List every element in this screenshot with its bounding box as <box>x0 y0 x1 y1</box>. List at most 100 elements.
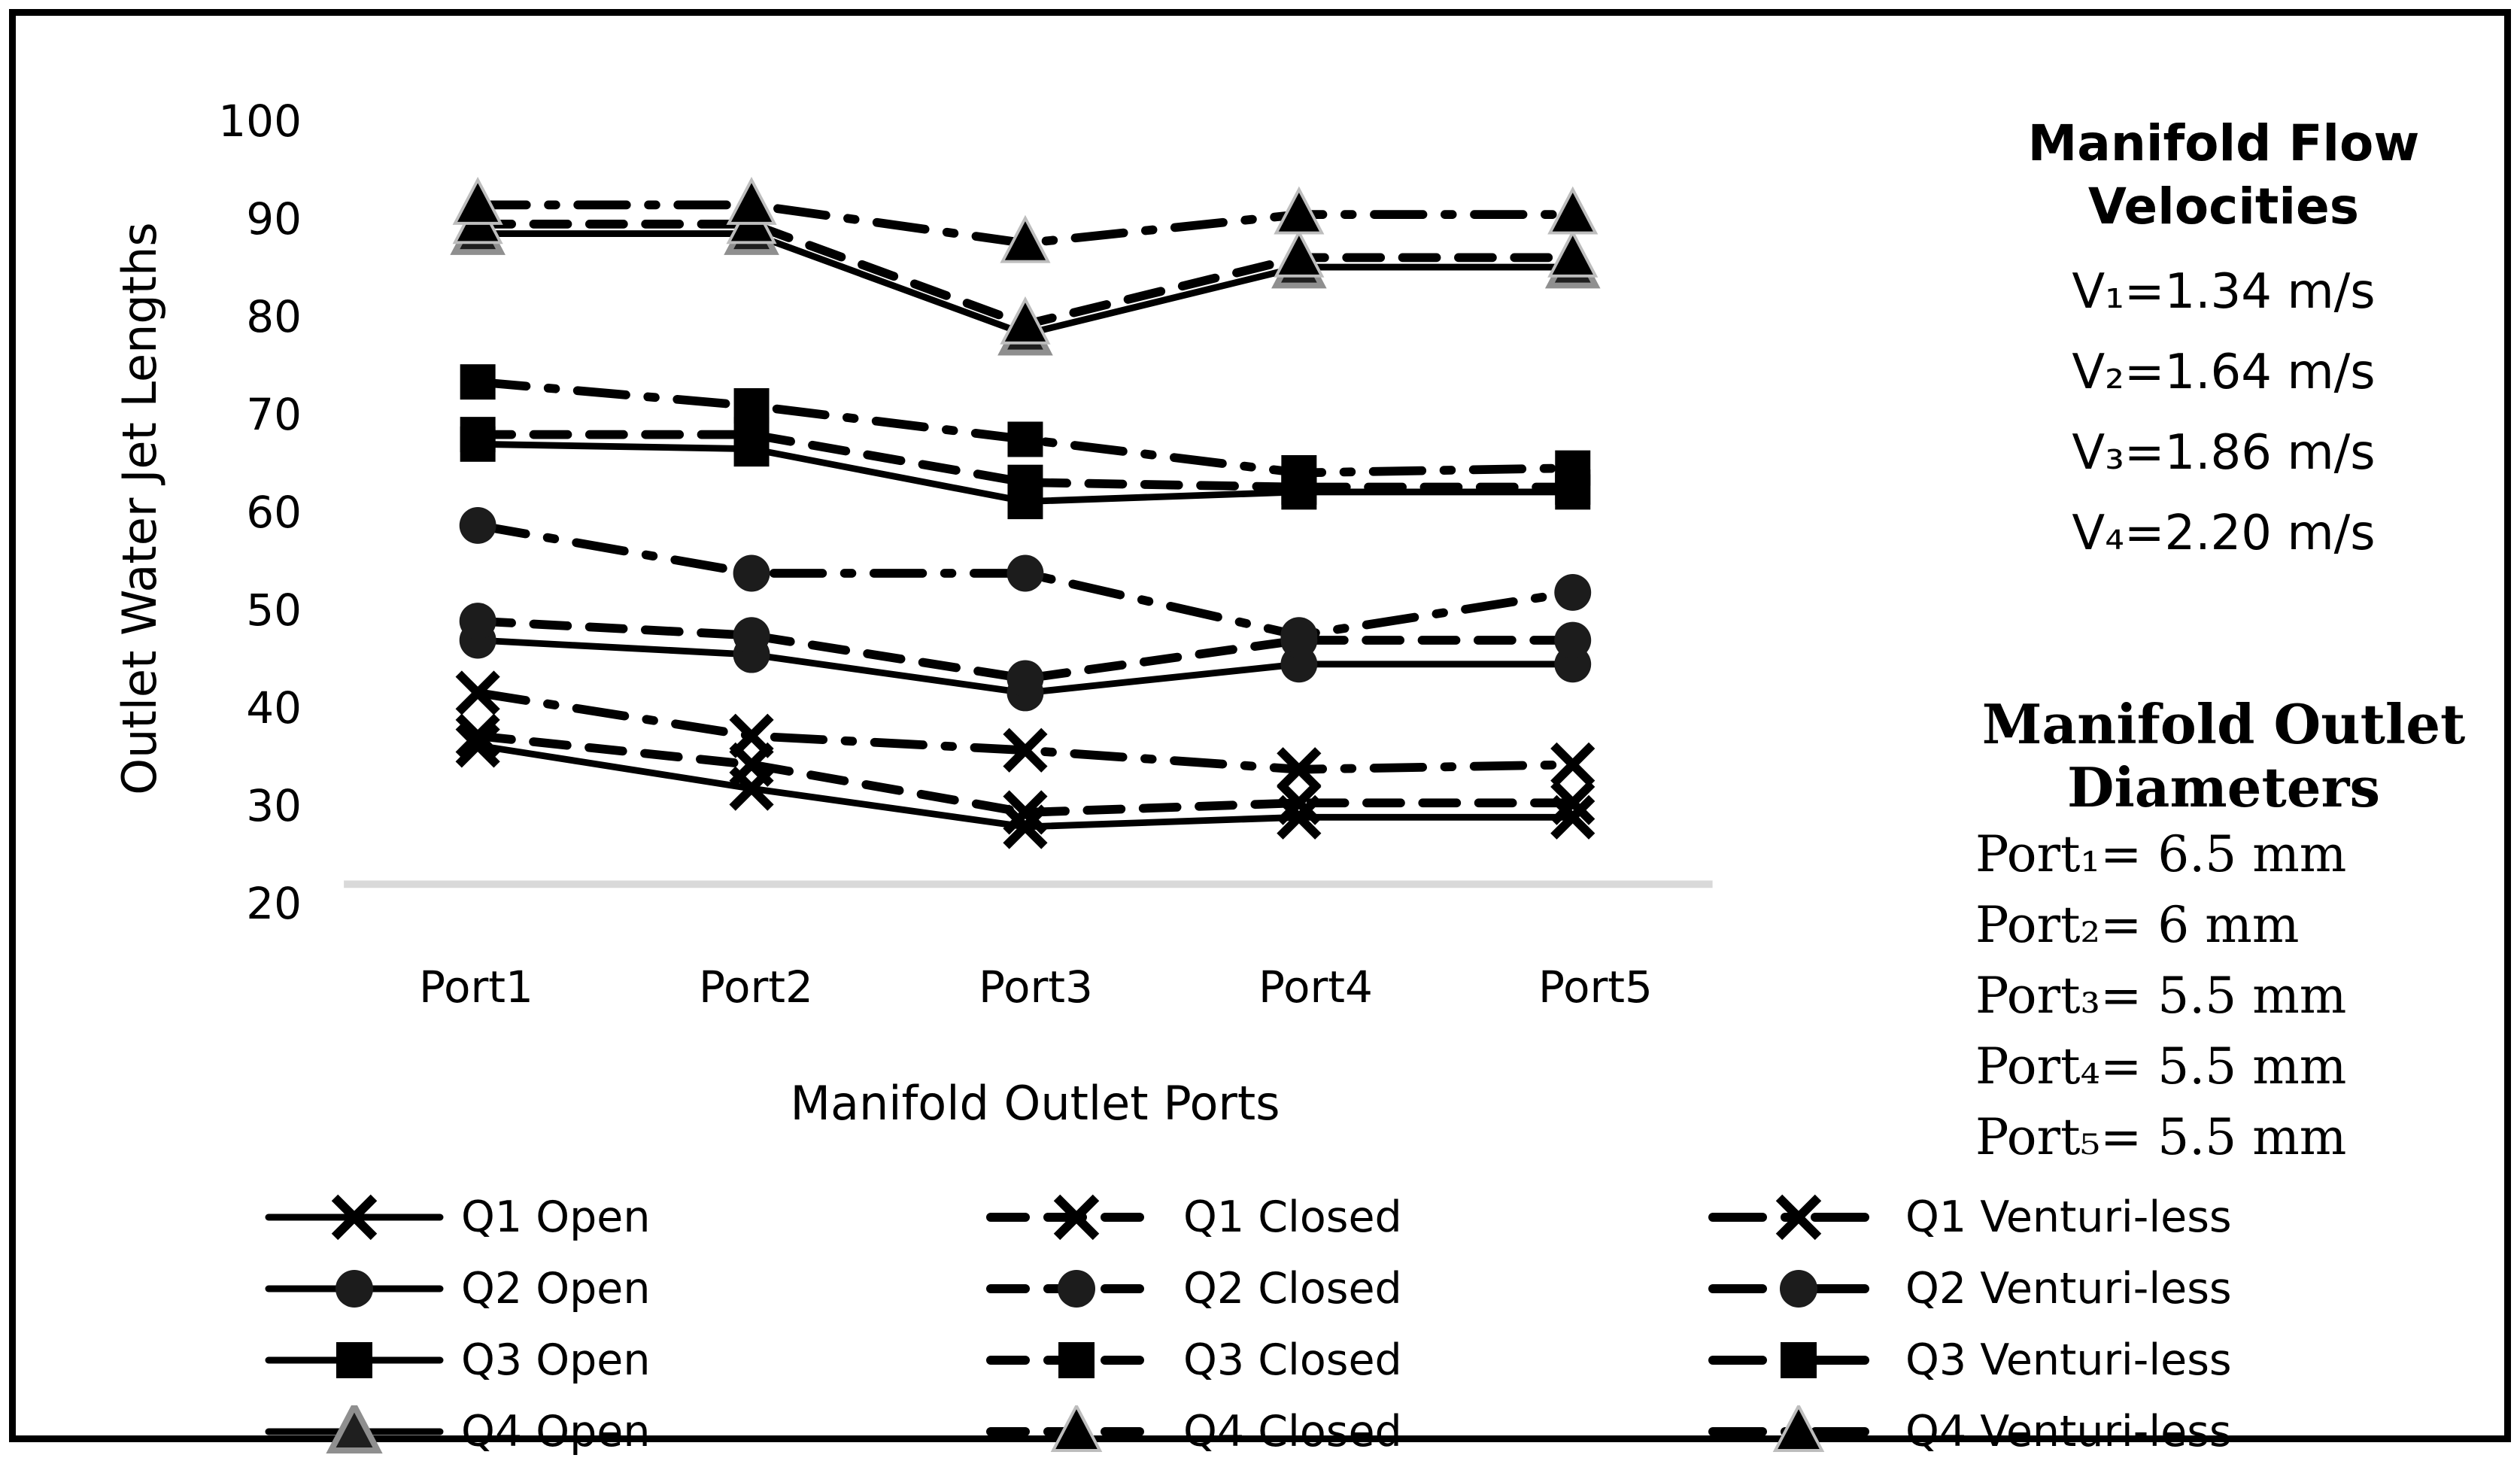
q2-closed-marker <box>1006 660 1044 697</box>
triangle-icon <box>1772 1405 1825 1452</box>
x-icon <box>331 1194 378 1241</box>
y-tick-30: 30 <box>246 780 302 831</box>
velocities-title: Manifold Flow Velocities <box>2027 114 2420 235</box>
y-tick-60: 60 <box>246 487 302 538</box>
line-chart-canvas <box>344 176 1713 888</box>
y-tick-90: 90 <box>246 193 302 245</box>
legend-label-q3-venturi-less: Q3 Venturi-less <box>1905 1335 2232 1385</box>
diameters-title: Manifold Outlet Diameters <box>1981 692 2466 819</box>
q4-venturi-less-marker <box>1547 186 1599 235</box>
legend-sample-q1-venturi-less <box>1708 1194 1889 1241</box>
legend-sample-q4-closed <box>986 1405 1167 1452</box>
q1-venturi-less-marker <box>1003 727 1048 773</box>
legend-sample-q1-open <box>265 1194 444 1241</box>
q1-closed-marker <box>455 713 500 758</box>
y-tick-40: 40 <box>246 682 302 734</box>
diameters-list: Port₁= 6.5 mm Port₂= 6 mm Port₃= 5.5 mm Por… <box>1923 819 2520 1173</box>
q1-closed-marker <box>1550 780 1595 825</box>
legend-sample-q3-closed <box>986 1342 1167 1378</box>
triangle-icon <box>1050 1405 1103 1452</box>
q2-closed-marker <box>733 617 770 655</box>
legend-label-q4-open: Q4 Open <box>461 1407 651 1456</box>
x-axis-title: Manifold Outlet Ports <box>790 1076 1280 1131</box>
circle-icon <box>1780 1270 1817 1308</box>
velocity-line-4: V₄=2.20 m/s <box>2072 506 2376 561</box>
legend-label-q1-closed: Q1 Closed <box>1183 1192 1402 1242</box>
q2-venturi-less-marker <box>459 506 496 544</box>
legend-sample-q3-open <box>265 1342 444 1378</box>
q4-venturi-less-marker <box>726 176 777 225</box>
series-line-q1-closed <box>473 731 1577 817</box>
legend-label-q4-closed: Q4 Closed <box>1183 1407 1402 1456</box>
legend-sample-q2-venturi-less <box>1708 1270 1889 1308</box>
diameter-line-4: Port₄= 5.5 mm <box>1975 1037 2347 1095</box>
square-icon <box>336 1342 372 1378</box>
q2-venturi-less-marker <box>1006 554 1044 592</box>
velocity-line-1: V₁=1.34 m/s <box>2072 264 2376 320</box>
q2-closed-marker <box>459 603 496 640</box>
legend-sample-q3-venturi-less <box>1708 1342 1889 1378</box>
q4-closed-marker <box>1274 229 1325 278</box>
series-line-q3-closed <box>473 430 1577 492</box>
q2-venturi-less-marker <box>733 554 770 592</box>
legend-label-q2-venturi-less: Q2 Venturi-less <box>1905 1264 2232 1314</box>
q1-closed-marker <box>1003 790 1048 835</box>
q3-venturi-less-marker <box>1555 450 1591 486</box>
legend-label-q3-closed: Q3 Closed <box>1183 1335 1402 1385</box>
y-tick-70: 70 <box>246 389 302 440</box>
x-icon <box>1775 1194 1822 1241</box>
q3-venturi-less-marker <box>1281 455 1317 491</box>
square-icon <box>1781 1342 1817 1378</box>
legend-sample-q4-venturi-less <box>1708 1405 1889 1452</box>
q1-venturi-less-marker <box>1277 747 1322 792</box>
y-tick-80: 80 <box>246 291 302 342</box>
diameter-line-3: Port₃= 5.5 mm <box>1975 967 2347 1025</box>
q3-venturi-less-marker <box>733 387 770 424</box>
x-tick-port2: Port2 <box>699 961 813 1013</box>
x-tick-port5: Port5 <box>1538 961 1653 1013</box>
legend-label-q2-closed: Q2 Closed <box>1183 1264 1402 1314</box>
y-tick-20: 20 <box>246 878 302 929</box>
diameter-line-1: Port₁= 6.5 mm <box>1975 825 2347 883</box>
y-tick-50: 50 <box>246 585 302 636</box>
circle-icon <box>1058 1270 1095 1308</box>
legend-sample-q2-closed <box>986 1270 1167 1308</box>
q2-venturi-less-marker <box>1280 617 1318 655</box>
q1-venturi-less-marker <box>1550 742 1595 787</box>
diameter-line-2: Port₂= 6 mm <box>1975 896 2300 954</box>
q1-closed-marker <box>1277 780 1322 825</box>
legend-label-q3-open: Q3 Open <box>461 1335 651 1385</box>
circle-icon <box>335 1270 373 1308</box>
q2-closed-marker <box>1554 621 1592 659</box>
q3-closed-marker <box>460 417 496 453</box>
legend-sample-q4-open <box>265 1405 444 1453</box>
x-tick-port4: Port4 <box>1258 961 1373 1013</box>
series-line-q2-closed <box>473 616 1577 683</box>
q4-venturi-less-marker <box>1274 186 1325 235</box>
x-tick-port3: Port3 <box>979 961 1093 1013</box>
velocity-line-3: V₃=1.86 m/s <box>2072 425 2376 481</box>
diameter-line-5: Port₅= 5.5 mm <box>1975 1108 2347 1166</box>
legend-label-q4-venturi-less: Q4 Venturi-less <box>1905 1407 2232 1456</box>
q1-venturi-less-marker <box>455 670 500 715</box>
square-icon <box>1058 1342 1095 1378</box>
legend-sample-q1-closed <box>986 1194 1167 1241</box>
legend-sample-q2-open <box>265 1270 444 1308</box>
q3-venturi-less-marker <box>1007 421 1043 457</box>
velocity-line-2: V₂=1.64 m/s <box>2072 345 2376 400</box>
legend-label-q1-open: Q1 Open <box>461 1192 651 1242</box>
triangle-gray-icon <box>326 1405 383 1453</box>
q4-venturi-less-marker <box>1000 214 1051 263</box>
q4-closed-marker <box>1000 296 1051 345</box>
q1-open-marker <box>455 723 500 768</box>
q4-venturi-less-marker <box>452 176 503 225</box>
legend-label-q1-venturi-less: Q1 Venturi-less <box>1905 1192 2232 1242</box>
q3-closed-marker <box>1007 464 1043 500</box>
y-tick-100: 100 <box>218 96 302 147</box>
legend-label-q2-open: Q2 Open <box>461 1264 651 1314</box>
y-axis-title: Outlet Water Jet Lengths <box>112 222 167 795</box>
q2-venturi-less-marker <box>1554 573 1592 611</box>
